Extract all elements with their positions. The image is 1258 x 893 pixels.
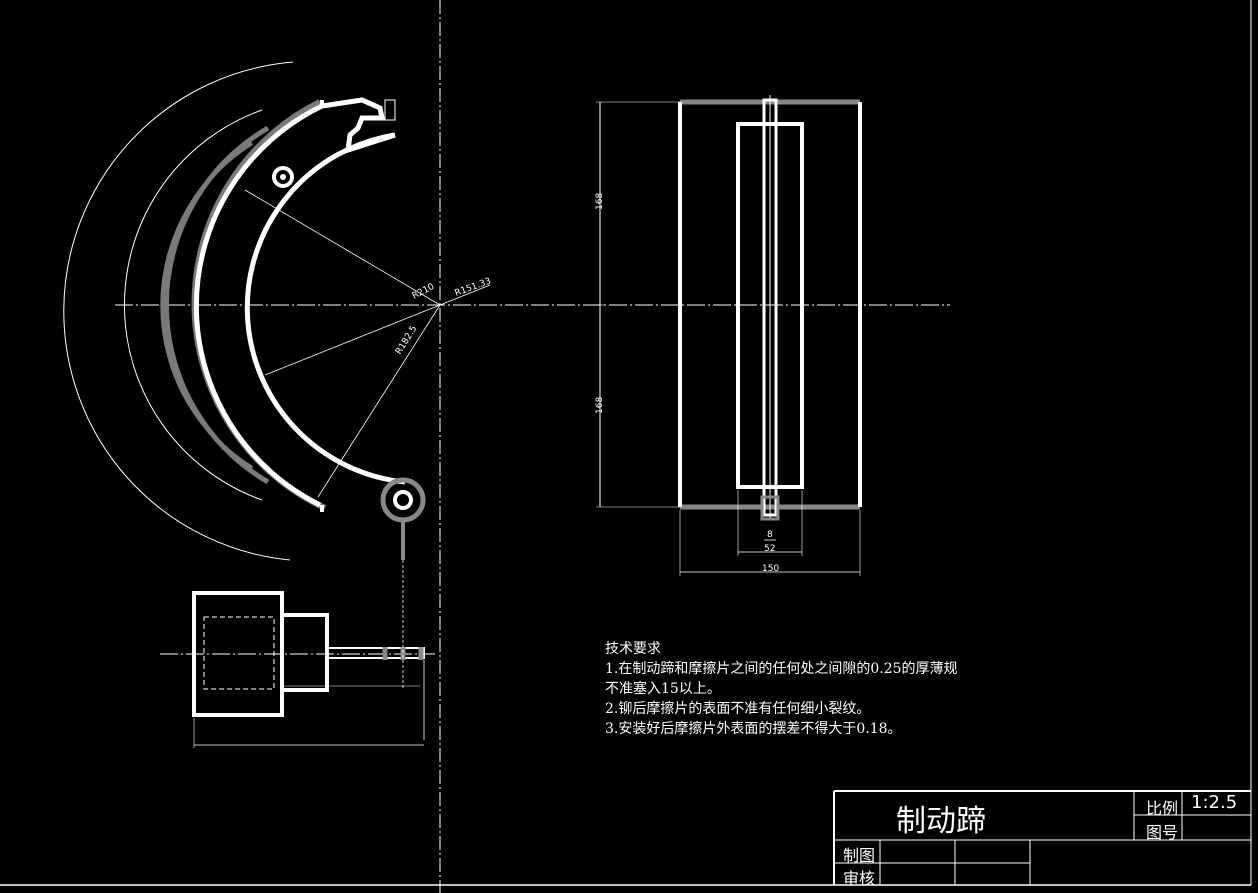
checked-by-label: 审核	[843, 869, 876, 888]
title-block	[833, 790, 1251, 885]
notes-line-2: 不准塞入15以上。	[605, 681, 721, 697]
dim-52: 52	[764, 544, 775, 554]
notes-line-4: 3.安装好后摩擦片外表面的摆差不得大于0.18。	[605, 721, 902, 737]
brake-shoe-front-view	[63, 61, 491, 561]
notes-line-1: 1.在制动蹄和摩擦片之间的任何处之间隙的0.25的厚薄规	[605, 661, 958, 677]
dim-8: 8	[767, 530, 773, 540]
part-name: 制动蹄	[896, 804, 986, 839]
brake-shoe-side-view	[596, 98, 862, 576]
side-view-dimensions: 168 168 8 52 150	[595, 193, 779, 574]
drawn-by-label: 制图	[843, 846, 876, 865]
dim-168-top: 168	[595, 193, 605, 210]
brake-shoe-bottom-view	[192, 560, 425, 748]
notes-title: 技术要求	[605, 641, 661, 657]
notes-line-3: 2.铆后摩擦片的表面不准有任何细小裂纹。	[605, 701, 871, 717]
drawing-number-label: 图号	[1146, 823, 1179, 842]
scale-value: 1:2.5	[1191, 792, 1238, 813]
dim-150: 150	[762, 564, 779, 574]
dim-168-bottom: 168	[595, 397, 605, 414]
technical-requirements: 技术要求 1.在制动蹄和摩擦片之间的任何处之间隙的0.25的厚薄规 不准塞入15…	[605, 639, 958, 739]
scale-label: 比例	[1146, 799, 1179, 818]
